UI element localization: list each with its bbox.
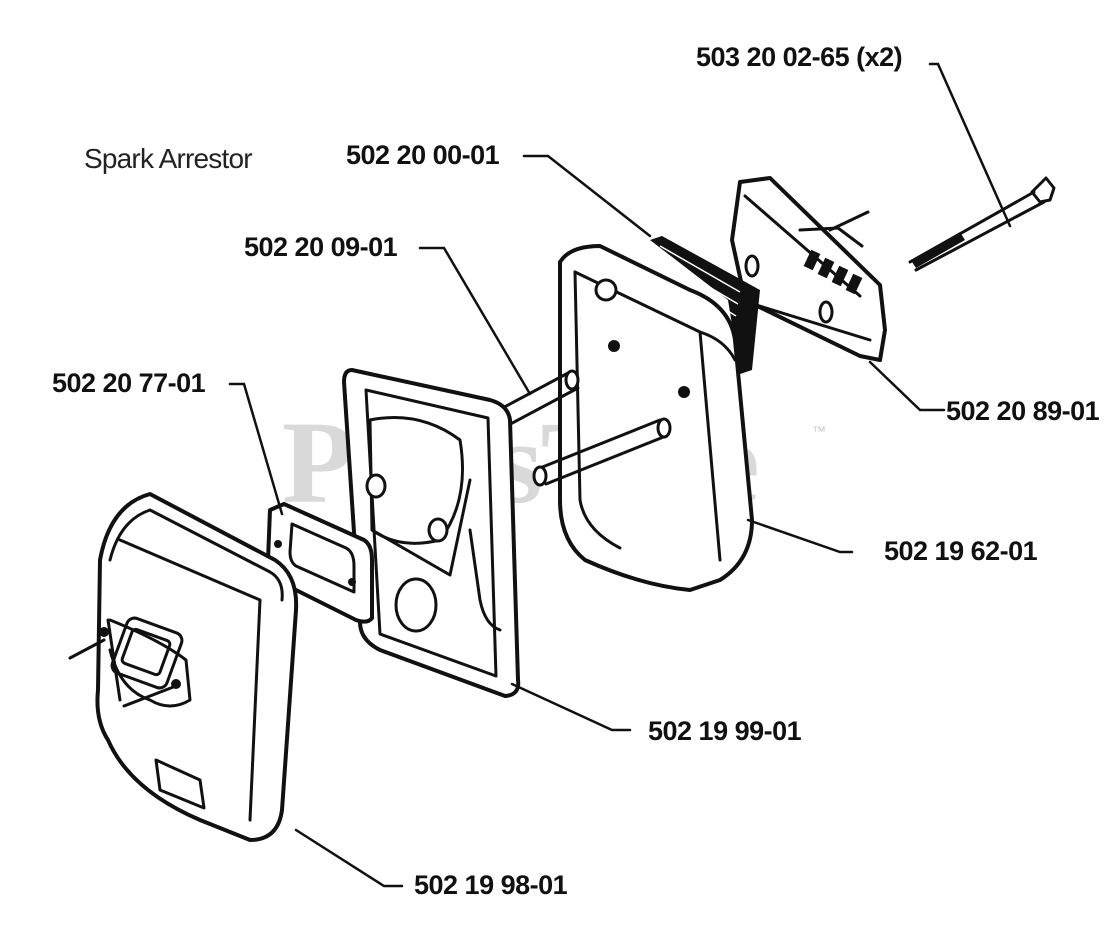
bolt-part[interactable] <box>908 176 1056 272</box>
leader-lines <box>228 62 1012 888</box>
part-label-gasket-plate[interactable]: 502 20 09-01 <box>244 232 398 262</box>
muffler-cover-part[interactable] <box>68 492 299 842</box>
part-label-muffler-plate[interactable]: 502 19 99-01 <box>648 716 802 746</box>
part-label-muffler-body[interactable]: 502 19 62-01 <box>884 536 1038 566</box>
muffler-body-part[interactable] <box>558 244 754 592</box>
diagram-title: Spark Arrestor <box>84 143 252 174</box>
part-label-small-gasket[interactable]: 502 20 77-01 <box>52 368 206 398</box>
spark-screen-part[interactable] <box>650 236 760 374</box>
part-label-spark-screen[interactable]: 502 20 00-01 <box>346 140 500 170</box>
part-label-deflector[interactable]: 502 20 89-01 <box>946 396 1100 426</box>
part-label-muffler-cover[interactable]: 502 19 98-01 <box>414 870 568 900</box>
muffler-plate-part[interactable] <box>342 368 521 698</box>
deflector-part[interactable] <box>730 176 887 362</box>
part-label-bolt[interactable]: 503 20 02-65 (x2) <box>696 42 903 72</box>
watermark-trademark: ™ <box>812 423 826 439</box>
